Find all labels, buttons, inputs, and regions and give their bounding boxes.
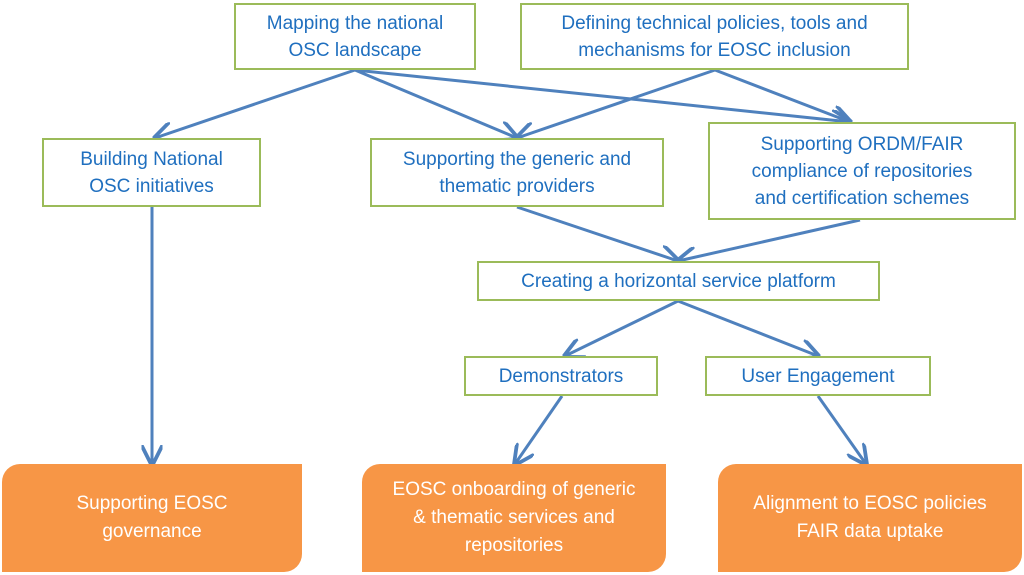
arrow-user-engagement-to-alignment <box>816 395 866 464</box>
arrow-defining-to-ordm <box>714 68 850 122</box>
arrow-mapping-to-building <box>155 68 356 138</box>
node-supporting-providers: Supporting the generic and thematic prov… <box>370 138 664 207</box>
outcome-eosc-alignment: Alignment to EOSC policies FAIR data upt… <box>718 464 1022 572</box>
outcome-eosc-onboarding: EOSC onboarding of generic & thematic se… <box>362 464 666 572</box>
node-supporting-ordm-label: Supporting ORDM/FAIR compliance of repos… <box>751 133 973 209</box>
outcome-eosc-governance: Supporting EOSC governance <box>2 464 302 572</box>
node-supporting-ordm: Supporting ORDM/FAIR compliance of repos… <box>708 122 1016 220</box>
node-demonstrators: Demonstrators <box>464 356 658 396</box>
arrow-providers-to-horizontal <box>516 205 678 261</box>
arrow-defining-to-providers <box>517 68 716 138</box>
outcome-onboarding-label: EOSC onboarding of generic & thematic se… <box>392 479 636 556</box>
outcome-alignment-label: Alignment to EOSC policies FAIR data upt… <box>753 493 987 542</box>
node-horizontal-platform: Creating a horizontal service platform <box>477 261 880 301</box>
arrow-mapping-to-ordm <box>354 68 850 122</box>
outcome-governance-label: Supporting EOSC governance <box>76 493 228 542</box>
node-mapping-landscape: Mapping the national OSC landscape <box>234 3 476 70</box>
node-user-engagement: User Engagement <box>705 356 931 396</box>
node-defining-label: Defining technical policies, tools and m… <box>561 12 868 61</box>
node-horizontal-label: Creating a horizontal service platform <box>521 270 836 292</box>
node-building-initiatives: Building National OSC initiatives <box>42 138 261 207</box>
arrow-mapping-to-providers <box>354 68 517 138</box>
node-mapping-label: Mapping the national OSC landscape <box>266 12 444 61</box>
arrow-demonstrators-to-onboarding <box>515 395 564 464</box>
arrow-ordm-to-horizontal <box>678 218 861 261</box>
node-supporting-providers-label: Supporting the generic and thematic prov… <box>402 148 632 197</box>
node-user-engagement-label: User Engagement <box>741 365 895 387</box>
node-defining-policies: Defining technical policies, tools and m… <box>520 3 909 70</box>
node-demonstrators-label: Demonstrators <box>498 365 624 387</box>
arrow-horizontal-to-user-engagement <box>677 299 818 356</box>
node-building-label: Building National OSC initiatives <box>80 148 223 197</box>
arrow-horizontal-to-demonstrators <box>565 299 679 356</box>
